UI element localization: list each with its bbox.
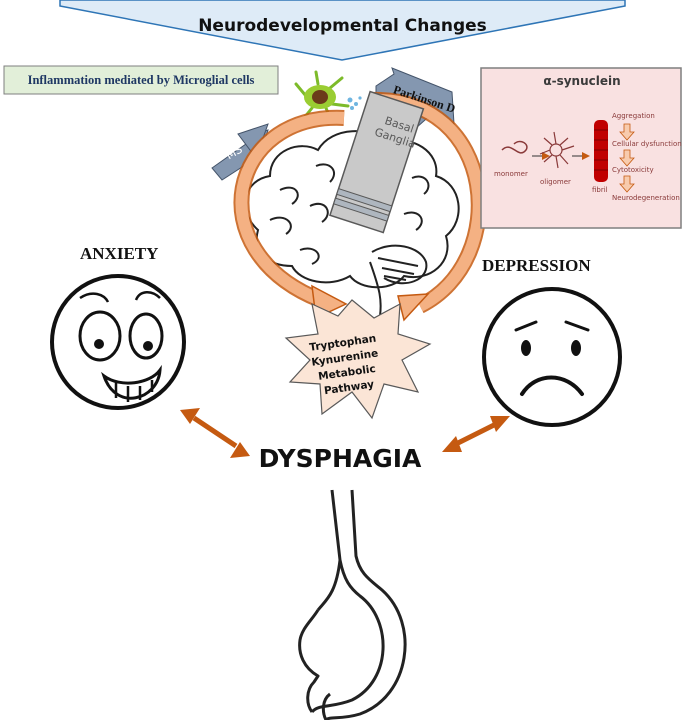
oligomer-label: oligomer [540, 178, 571, 186]
inflammation-label: Inflammation mediated by Microglial cell… [27, 73, 255, 87]
anxiety-face-icon [50, 274, 186, 410]
banner-title: Neurodevelopmental Changes [198, 16, 487, 36]
synuclein-step-4: Neurodegeneration [612, 194, 680, 202]
stomach-illustration [298, 489, 407, 720]
depression-label: DEPRESSION [482, 256, 591, 275]
dysphagia-label: DYSPHAGIA [258, 444, 422, 473]
fibril-label: fibril [592, 186, 608, 194]
pathway-star [284, 299, 432, 420]
banner-arrow [59, 0, 626, 61]
synuclein-step-1: Aggregation [612, 112, 655, 120]
depression-dysphagia-arrow [442, 416, 510, 452]
fibril-icon [594, 120, 608, 182]
synuclein-title: α-synuclein [543, 74, 621, 88]
depression-face-icon [482, 287, 622, 427]
brain-illustration [244, 130, 460, 317]
synuclein-box [480, 67, 682, 229]
anxiety-label: ANXIETY [80, 244, 159, 263]
microglia-cell-icon [294, 70, 362, 120]
monomer-icon [501, 140, 528, 154]
monomer-label: monomer [494, 170, 528, 178]
synuclein-step-3: Cytotoxicity [612, 166, 654, 174]
synuclein-step-2: Cellular dysfunction [612, 140, 682, 148]
basal-ganglia-bar [329, 90, 425, 234]
inflammation-box [3, 65, 279, 95]
oligomer-icon [539, 131, 575, 169]
anxiety-dysphagia-arrow [180, 408, 250, 458]
synuclein-step-arrows [619, 123, 635, 193]
